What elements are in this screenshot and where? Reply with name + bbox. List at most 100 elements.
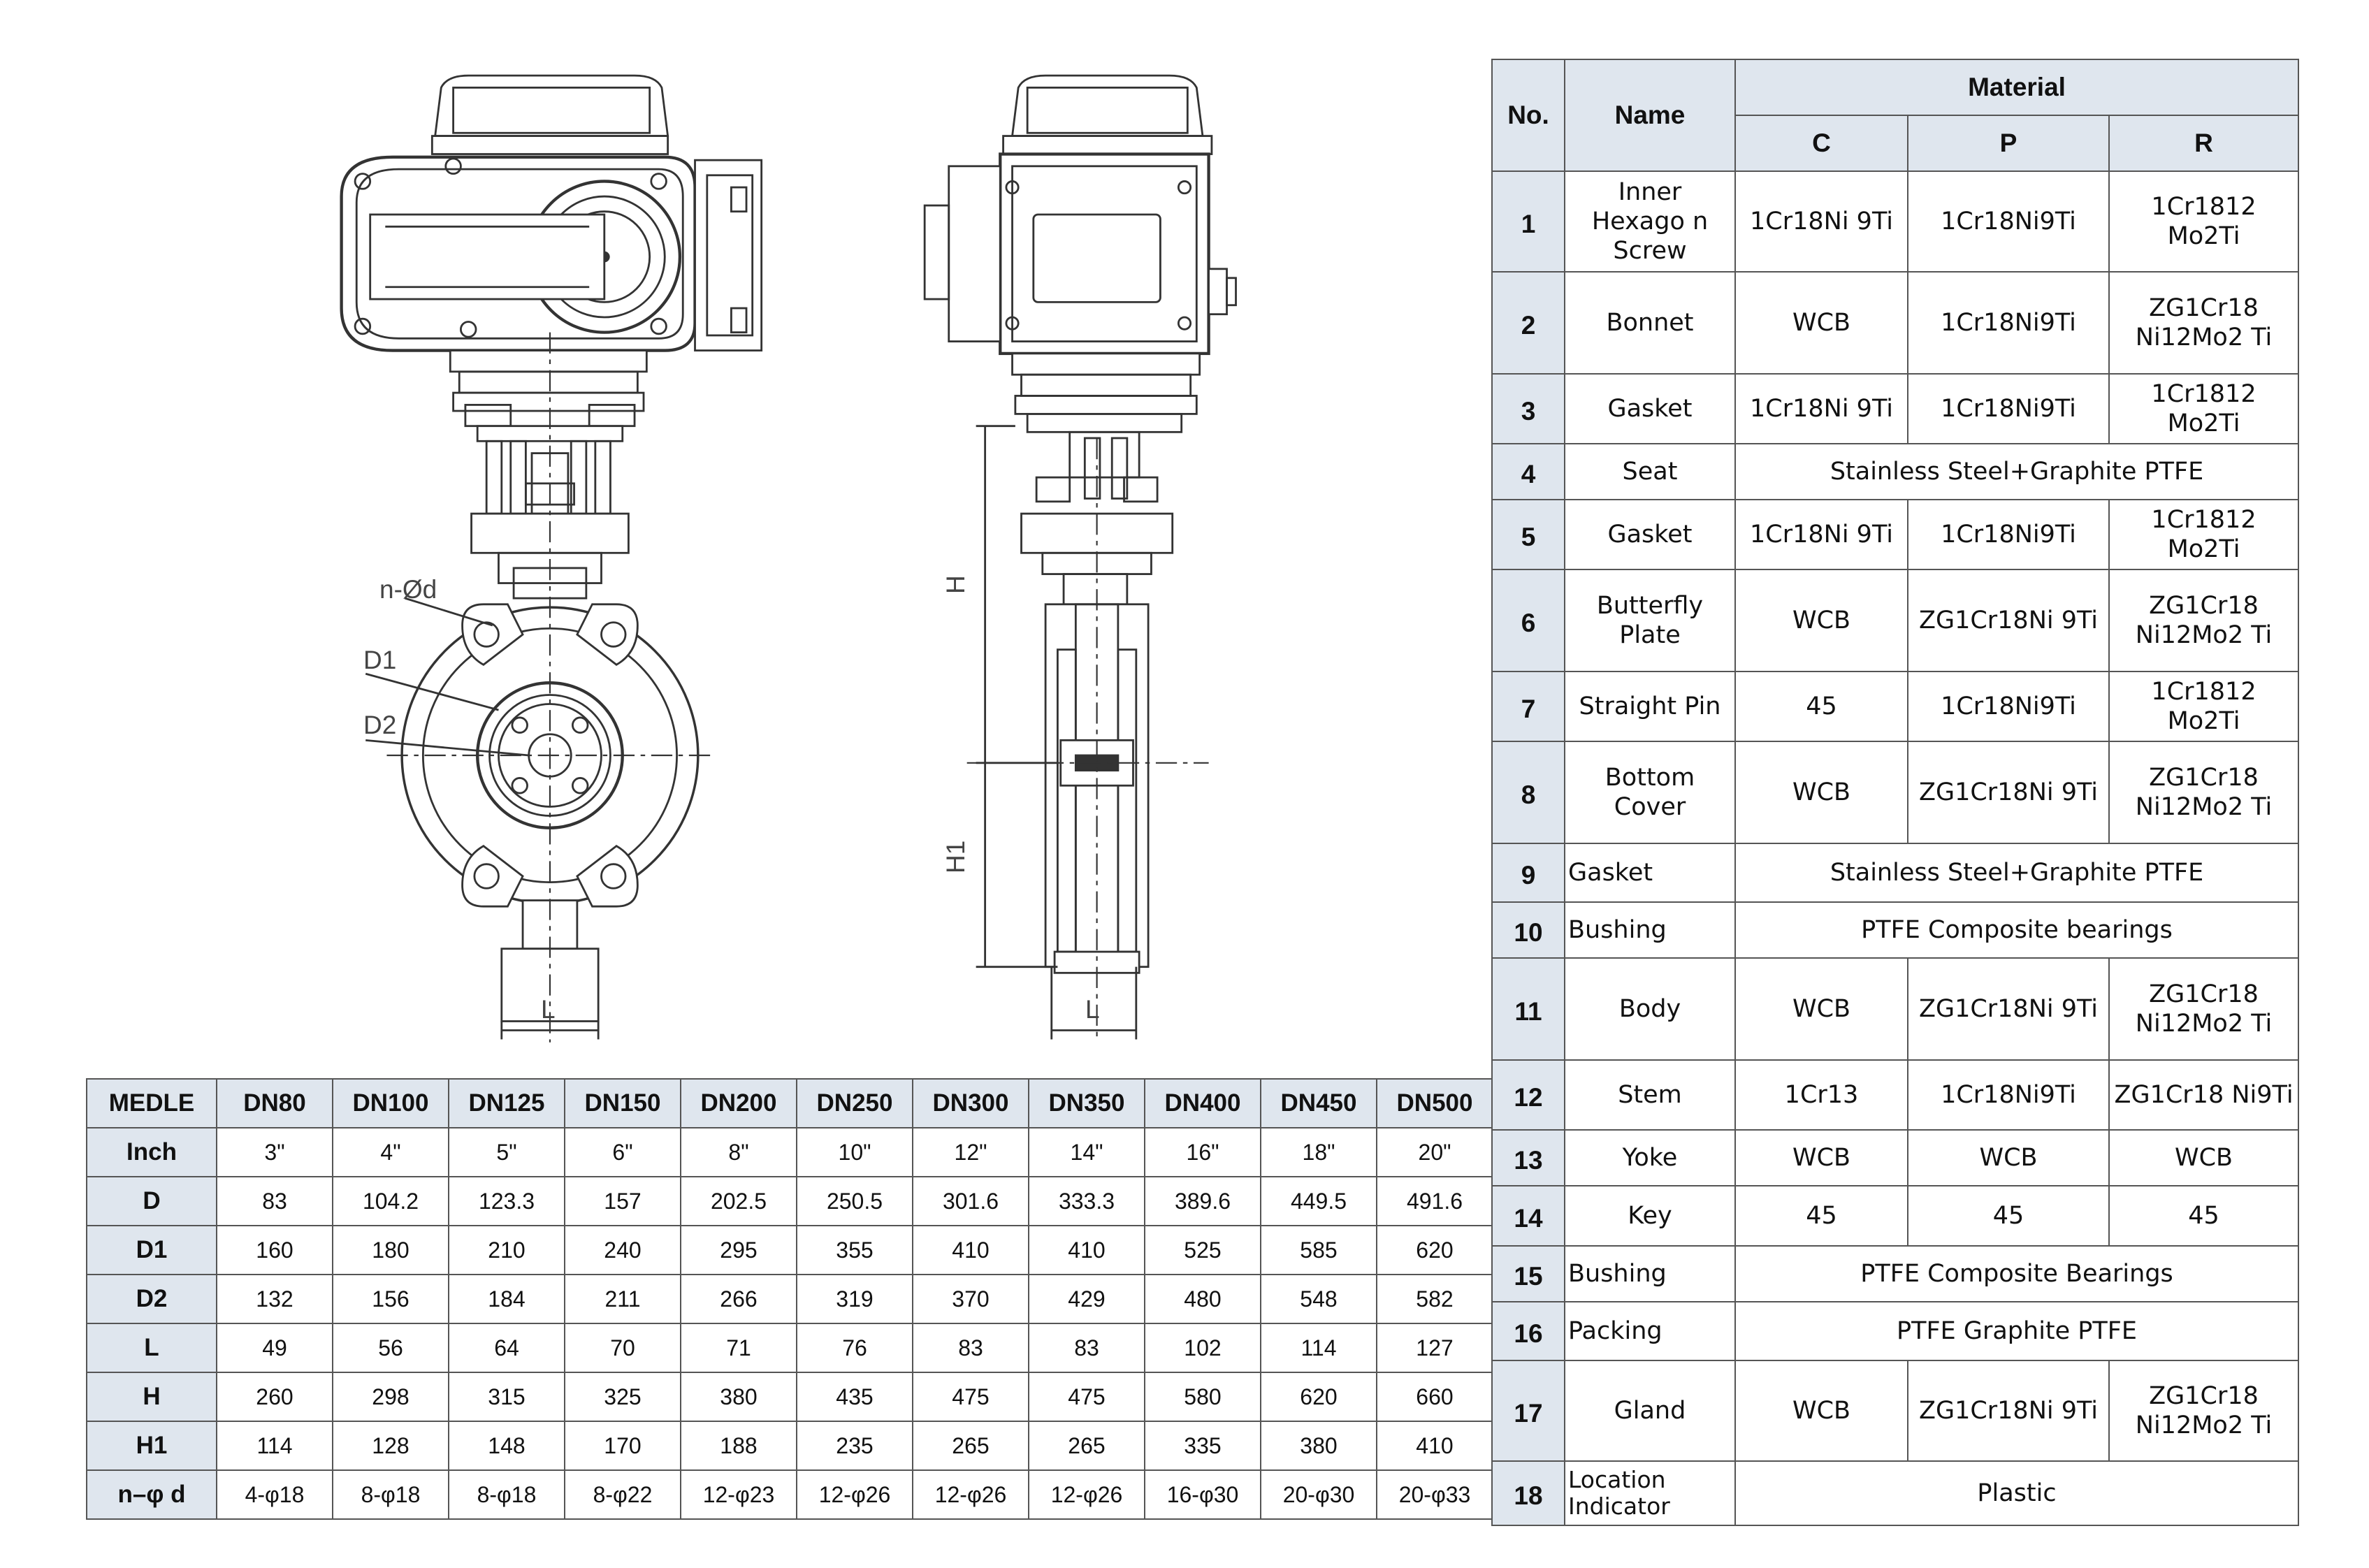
dims-cell: 156 bbox=[332, 1274, 449, 1324]
dims-cell: 10" bbox=[796, 1127, 913, 1177]
dims-cell: 410 bbox=[912, 1225, 1029, 1275]
dims-cell: 335 bbox=[1144, 1421, 1261, 1471]
material-value-c: 1Cr18Ni 9Ti bbox=[1734, 373, 1908, 444]
dims-cell: 8-φ18 bbox=[332, 1469, 449, 1520]
material-part-name: Gland bbox=[1564, 1360, 1736, 1462]
dims-cell: 6" bbox=[564, 1127, 681, 1177]
dims-cell: 235 bbox=[796, 1421, 913, 1471]
material-row-number: 1 bbox=[1491, 170, 1565, 273]
material-header-row-2: C P R bbox=[1492, 115, 2300, 172]
dims-header-size: DN350 bbox=[1028, 1078, 1145, 1128]
dims-cell: 49 bbox=[216, 1323, 333, 1373]
material-value-c: 45 bbox=[1734, 1185, 1908, 1247]
dims-cell: 12-φ26 bbox=[912, 1469, 1029, 1520]
dims-cell: 148 bbox=[448, 1421, 565, 1471]
header-p: P bbox=[1907, 115, 2110, 172]
dims-cell: 184 bbox=[448, 1274, 565, 1324]
dims-cell: 202.5 bbox=[680, 1176, 797, 1226]
dims-cell: 3" bbox=[216, 1127, 333, 1177]
material-value-r: 1Cr1812 Mo2Ti bbox=[2108, 170, 2300, 273]
material-part-name: Body bbox=[1564, 957, 1736, 1061]
dims-header-size: DN150 bbox=[564, 1078, 681, 1128]
material-part-name: Stem bbox=[1564, 1059, 1736, 1131]
dims-cell: 295 bbox=[680, 1225, 797, 1275]
material-row-number: 15 bbox=[1491, 1245, 1565, 1302]
dims-cell: 301.6 bbox=[912, 1176, 1029, 1226]
dims-header-size: DN80 bbox=[216, 1078, 333, 1128]
material-row-number: 18 bbox=[1491, 1460, 1565, 1526]
header-c: C bbox=[1734, 115, 1908, 172]
dims-cell: 325 bbox=[564, 1372, 681, 1422]
dims-cell: 380 bbox=[1260, 1421, 1377, 1471]
dims-cell: 56 bbox=[332, 1323, 449, 1373]
dims-cell: 83 bbox=[1028, 1323, 1145, 1373]
dims-cell: 210 bbox=[448, 1225, 565, 1275]
material-value-r: 45 bbox=[2108, 1185, 2300, 1247]
dims-cell: 315 bbox=[448, 1372, 565, 1422]
material-value-c: 45 bbox=[1734, 671, 1908, 742]
dims-cell: 160 bbox=[216, 1225, 333, 1275]
material-row-number: 8 bbox=[1491, 741, 1565, 844]
material-value-r: 1Cr1812 Mo2Ti bbox=[2108, 373, 2300, 444]
dims-cell: 580 bbox=[1144, 1372, 1261, 1422]
label-d1: D1 bbox=[363, 646, 396, 674]
dims-cell: 491.6 bbox=[1376, 1176, 1493, 1226]
label-l-front: L bbox=[541, 995, 556, 1024]
dims-cell: 435 bbox=[796, 1372, 913, 1422]
material-value-c: 1Cr18Ni 9Ti bbox=[1734, 170, 1908, 273]
material-row-number: 11 bbox=[1491, 957, 1565, 1061]
dims-cell: 582 bbox=[1376, 1274, 1493, 1324]
material-value-c: WCB bbox=[1734, 271, 1908, 375]
dims-cell: 157 bbox=[564, 1176, 681, 1226]
dims-cell: 20-φ33 bbox=[1376, 1469, 1493, 1520]
material-value-c: 1Cr13 bbox=[1734, 1059, 1908, 1131]
material-value-p: WCB bbox=[1907, 1129, 2110, 1186]
dims-cell: 480 bbox=[1144, 1274, 1261, 1324]
material-spanning-value: Plastic bbox=[1734, 1460, 2300, 1526]
dims-cell: 380 bbox=[680, 1372, 797, 1422]
material-row-number: 10 bbox=[1491, 901, 1565, 959]
material-row-number: 14 bbox=[1491, 1185, 1565, 1247]
dims-cell: 18" bbox=[1260, 1127, 1377, 1177]
dims-cell: 170 bbox=[564, 1421, 681, 1471]
material-part-name: Butterfly Plate bbox=[1564, 569, 1736, 672]
dims-cell: 20" bbox=[1376, 1127, 1493, 1177]
dims-cell: 188 bbox=[680, 1421, 797, 1471]
material-row-number: 9 bbox=[1491, 843, 1565, 903]
dims-cell: 70 bbox=[564, 1323, 681, 1373]
dims-cell: 8-φ22 bbox=[564, 1469, 681, 1520]
dims-cell: 211 bbox=[564, 1274, 681, 1324]
material-part-name: Packing bbox=[1564, 1301, 1736, 1361]
dims-row-label: n–φ d bbox=[86, 1469, 217, 1520]
material-value-r: 1Cr1812 Mo2Ti bbox=[2108, 499, 2300, 570]
dims-header-size: DN450 bbox=[1260, 1078, 1377, 1128]
dims-header-size: DN300 bbox=[912, 1078, 1029, 1128]
dims-cell: 4" bbox=[332, 1127, 449, 1177]
dims-cell: 8-φ18 bbox=[448, 1469, 565, 1520]
material-value-c: WCB bbox=[1734, 957, 1908, 1061]
dims-row-label: D1 bbox=[86, 1225, 217, 1275]
dims-cell: 370 bbox=[912, 1274, 1029, 1324]
material-value-r: ZG1Cr18 Ni12Mo2 Ti bbox=[2108, 569, 2300, 672]
dims-cell: 660 bbox=[1376, 1372, 1493, 1422]
material-value-c: WCB bbox=[1734, 741, 1908, 844]
valve-technical-drawing: n-Ød D1 D2 L L H H1 bbox=[340, 74, 1237, 1043]
material-header-row-1: No. Name Material bbox=[1491, 59, 2300, 172]
dims-cell: 265 bbox=[1028, 1421, 1145, 1471]
material-value-p: 45 bbox=[1907, 1185, 2110, 1247]
material-part-name: Yoke bbox=[1564, 1129, 1736, 1186]
